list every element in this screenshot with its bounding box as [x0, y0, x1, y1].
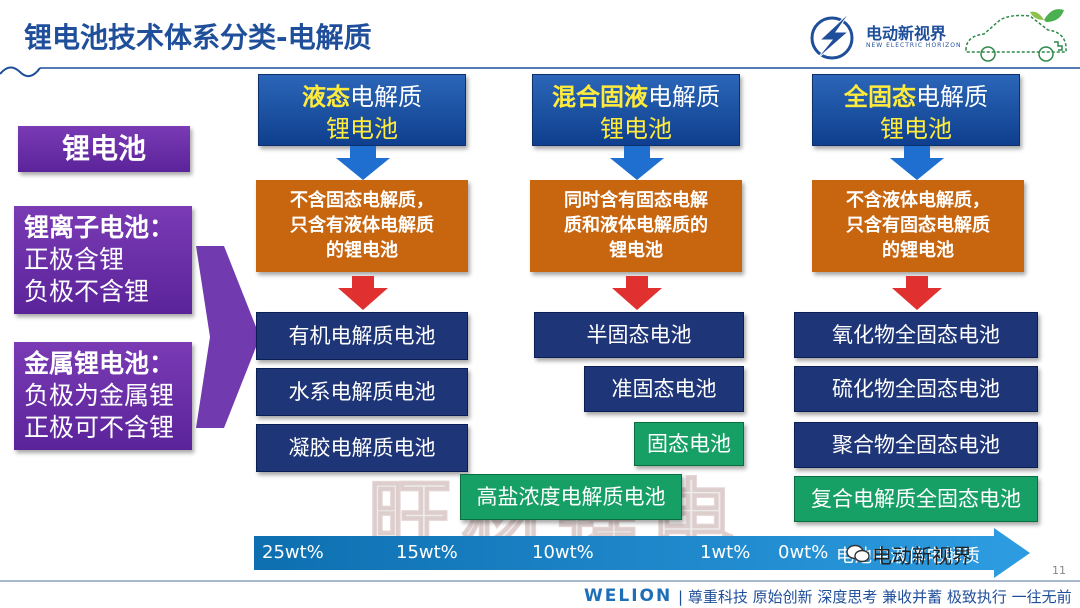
logo-subtext: NEW ELECTRIC HORIZON	[866, 42, 962, 49]
liquid-description-box: 不含固态电解质， 只含有液体电解质 的锂电池	[256, 180, 468, 272]
lithium-metal-battery-block: 金属锂电池： 负极为金属锂 正极可不含锂	[14, 342, 192, 450]
axis-tick-10: 10wt%	[532, 542, 594, 563]
welion-brand: WELION	[584, 586, 673, 606]
lithium-battery-label: 锂电池	[18, 126, 190, 172]
blue-down-arrow-icon	[890, 146, 944, 180]
quasi-solid-battery: 准固态电池	[584, 366, 744, 412]
lithium-ion-line-1: 正极含锂	[24, 245, 125, 274]
gel-electrolyte-battery: 凝胶电解质电池	[256, 424, 468, 472]
lithium-metal-heading: 金属锂电池：	[24, 349, 175, 378]
solid-desc-line-3: 的锂电池	[882, 240, 954, 261]
red-down-arrow-icon	[338, 276, 388, 310]
lightning-logo-icon	[810, 11, 854, 61]
liquid-header-line-2: 锂电池	[326, 115, 398, 143]
purple-arrow-icon	[196, 246, 260, 428]
liquid-header-line-1: 液态电解质	[259, 81, 465, 113]
wechat-icon	[846, 544, 870, 563]
solid-electrolyte-header: 全固态电解质 锂电池	[812, 74, 1020, 146]
mixed-header-rest: 电解质	[648, 83, 720, 111]
organic-electrolyte-battery: 有机电解质电池	[256, 312, 468, 360]
axis-arrow-head	[994, 528, 1030, 578]
lithium-ion-battery-block: 锂离子电池： 正极含锂 负极不含锂	[14, 206, 192, 314]
axis-tick-15: 15wt%	[396, 542, 458, 563]
wechat-account-name: 电动新视界	[872, 544, 972, 568]
red-down-arrow-icon	[612, 276, 662, 310]
liquid-header-rest: 电解质	[350, 83, 422, 111]
solid-desc-line-1: 不含液体电解质，	[846, 190, 990, 211]
solid-header-line-2: 锂电池	[880, 115, 952, 143]
solid-header-rest: 电解质	[916, 83, 988, 111]
eco-car-icon	[965, 9, 1067, 62]
mixed-desc-line-2: 质和液体电解质的	[564, 215, 708, 236]
mixed-electrolyte-header: 混合固液电解质 锂电池	[532, 74, 740, 146]
lithium-ion-line-2: 负极不含锂	[24, 277, 150, 306]
composite-electrolyte-all-solid-battery: 复合电解质全固态电池	[794, 476, 1038, 522]
oxide-all-solid-battery: 氧化物全固态电池	[794, 312, 1038, 358]
semi-solid-battery: 半固态电池	[534, 312, 744, 358]
high-salt-concentration-battery: 高盐浓度电解质电池	[460, 474, 682, 520]
liquid-electrolyte-header: 液态电解质 锂电池	[258, 74, 466, 146]
liquid-desc-line-1: 不含固态电解质，	[290, 190, 434, 211]
polymer-all-solid-battery: 聚合物全固态电池	[794, 422, 1038, 468]
mixed-header-line-1: 混合固液电解质	[533, 81, 739, 113]
sulfide-all-solid-battery: 硫化物全固态电池	[794, 366, 1038, 412]
mixed-desc-line-3: 锂电池	[609, 240, 663, 261]
footer-slogan: | 尊重科技 原始创新 深度思考 兼收并蓄 极致执行 一往无前	[678, 588, 1072, 606]
solid-header-highlight: 全固态	[844, 83, 916, 111]
axis-tick-0: 0wt%	[778, 542, 829, 563]
lithium-metal-line-1: 负极为金属锂	[24, 381, 175, 410]
liquid-header-highlight: 液态	[302, 83, 350, 111]
liquid-desc-line-2: 只含有液体电解质	[290, 215, 434, 236]
mixed-desc-line-1: 同时含有固态电解	[564, 190, 708, 211]
mixed-header-highlight: 混合固液	[552, 83, 648, 111]
page-title: 锂电池技术体系分类-电解质	[24, 21, 372, 54]
red-down-arrow-icon	[892, 276, 942, 310]
mixed-header-line-2: 锂电池	[600, 115, 672, 143]
mixed-description-box: 同时含有固态电解 质和液体电解质的 锂电池	[530, 180, 742, 272]
page-number: 11	[1052, 564, 1066, 577]
aqueous-electrolyte-battery: 水系电解质电池	[256, 368, 468, 416]
logo-text: 电动新视界	[866, 24, 947, 43]
header-divider	[0, 66, 1080, 78]
blue-down-arrow-icon	[610, 146, 664, 180]
footer-divider	[0, 580, 1080, 582]
solid-description-box: 不含液体电解质， 只含有固态电解质 的锂电池	[812, 180, 1024, 272]
axis-tick-1: 1wt%	[700, 542, 751, 563]
axis-tick-25: 25wt%	[262, 542, 324, 563]
lithium-ion-heading: 锂离子电池：	[24, 213, 175, 242]
blue-down-arrow-icon	[336, 146, 390, 180]
axis-title: 电池中液体电解质	[836, 546, 980, 567]
solid-header-line-1: 全固态电解质	[813, 81, 1019, 113]
solid-state-battery: 固态电池	[634, 422, 744, 466]
lithium-metal-line-2: 正极可不含锂	[24, 413, 175, 442]
solid-desc-line-2: 只含有固态电解质	[846, 215, 990, 236]
liquid-electrolyte-axis	[254, 536, 998, 570]
liquid-desc-line-3: 的锂电池	[326, 240, 398, 261]
